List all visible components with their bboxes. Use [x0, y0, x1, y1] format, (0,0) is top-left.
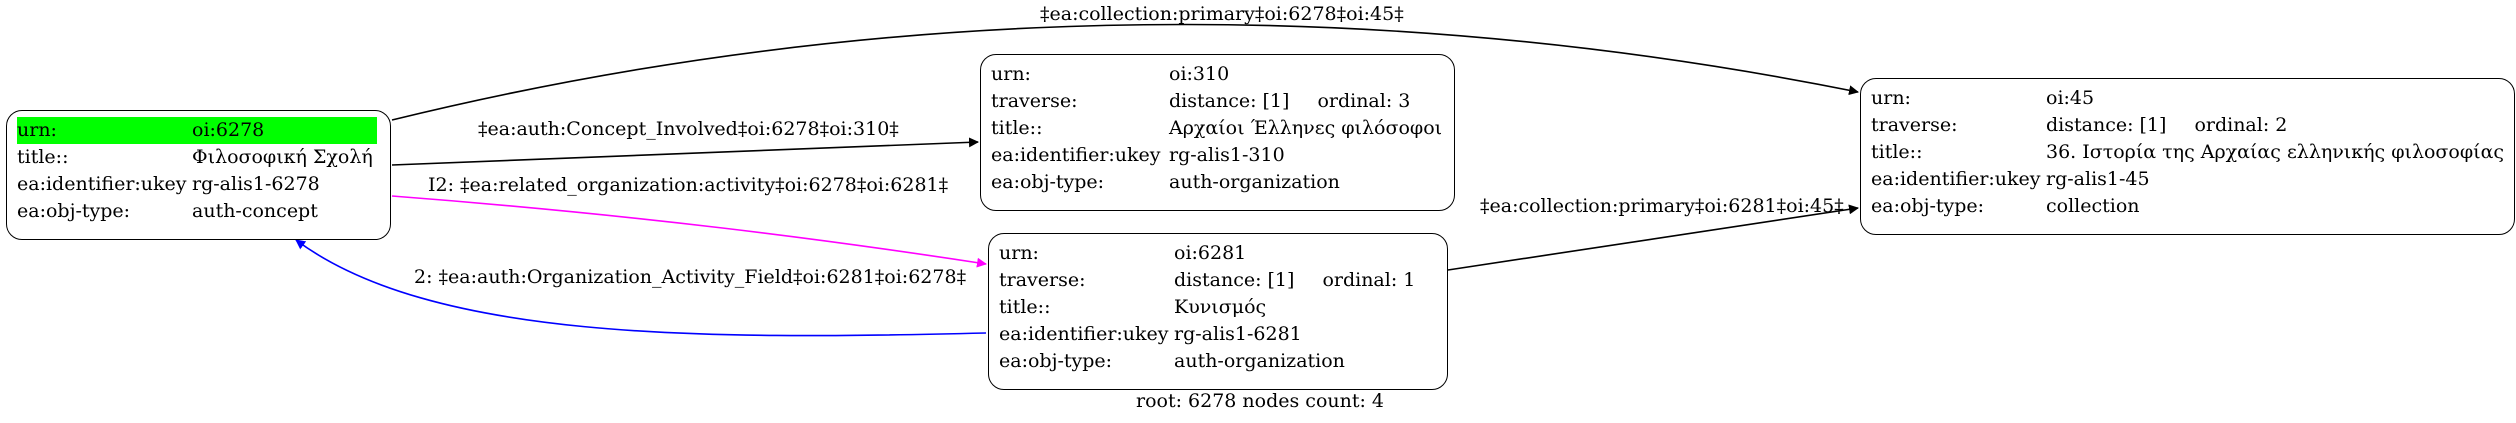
- node-row-traverse: traverse: distance: [1] ordinal: 2: [1871, 112, 2504, 139]
- row-key: title::: [999, 296, 1051, 318]
- row-value: collection: [2046, 195, 2140, 217]
- node-row-title: title:: Κυνισμός: [999, 294, 1437, 321]
- node-row-objtype: ea:obj-type: auth-concept: [17, 198, 380, 225]
- node-row-objtype: ea:obj-type: auth-organization: [991, 169, 1444, 196]
- node-row-traverse: traverse: distance: [1] ordinal: 3: [991, 88, 1444, 115]
- node-row-objtype: ea:obj-type: collection: [1871, 193, 2504, 220]
- row-key: ea:obj-type:: [999, 350, 1113, 372]
- row-value: rg-alis1-6281: [1174, 323, 1302, 345]
- node-oi-6281[interactable]: urn: oi:6281 traverse: distance: [1] ord…: [988, 233, 1448, 390]
- row-key: traverse:: [999, 269, 1086, 291]
- node-row-title: title:: Αρχαίοι Έλληνες φιλόσοφοι: [991, 115, 1444, 142]
- node-oi-6278[interactable]: urn: oi:6278 title:: Φιλοσοφική Σχολή ea…: [6, 110, 391, 240]
- row-key: title::: [17, 146, 69, 168]
- row-value: oi:6281: [1174, 242, 1247, 264]
- edge-label-6278-310: ‡ea:auth:Concept_Involved‡oi:6278‡oi:310…: [478, 118, 899, 140]
- node-row-urn: urn: oi:310: [991, 61, 1444, 88]
- row-ordinal: ordinal: 3: [1317, 90, 1411, 112]
- row-value: distance: [1]: [1169, 90, 1290, 112]
- row-value: auth-organization: [1174, 350, 1345, 372]
- node-row-title: title:: 36. Ιστορία της Αρχαίας ελληνική…: [1871, 139, 2504, 166]
- node-row-ukey: ea:identifier:ukey rg-alis1-45: [1871, 166, 2504, 193]
- edge-label-6281-45: ‡ea:collection:primary‡oi:6281‡oi:45‡: [1480, 195, 1844, 217]
- node-row-urn: urn: oi:45: [1871, 85, 2504, 112]
- row-value: rg-alis1-45: [2046, 168, 2150, 190]
- row-value: 36. Ιστορία της Αρχαίας ελληνικής φιλοσο…: [2046, 141, 2505, 163]
- node-row-objtype: ea:obj-type: auth-organization: [999, 348, 1437, 375]
- node-row-ukey: ea:identifier:ukey rg-alis1-6281: [999, 321, 1437, 348]
- node-row-title: title:: Φιλοσοφική Σχολή: [17, 144, 380, 171]
- graph-footer: root: 6278 nodes count: 4: [1136, 390, 1385, 412]
- row-value: auth-organization: [1169, 171, 1340, 193]
- edge-6278-6281: [391, 195, 987, 268]
- row-key: ea:obj-type:: [991, 171, 1105, 193]
- node-row-urn: urn: oi:6278: [17, 117, 380, 144]
- node-row-traverse: traverse: distance: [1] ordinal: 1: [999, 267, 1437, 294]
- row-value: auth-concept: [192, 200, 318, 222]
- row-key: ea:identifier:ukey: [999, 323, 1169, 345]
- row-key: ea:identifier:ukey: [17, 173, 187, 195]
- row-key: ea:identifier:ukey: [1871, 168, 2041, 190]
- edge-label-6281-6278: 2: ‡ea:auth:Organization_Activity_Field‡…: [414, 266, 967, 288]
- row-ordinal: ordinal: 1: [1322, 269, 1416, 291]
- row-value: distance: [1]: [1174, 269, 1295, 291]
- row-value: Φιλοσοφική Σχολή: [192, 146, 373, 168]
- row-value: oi:45: [2046, 87, 2095, 109]
- row-value: Αρχαίοι Έλληνες φιλόσοφοι: [1169, 117, 1443, 139]
- row-key: traverse:: [991, 90, 1078, 112]
- edge-6281-45: [1447, 204, 1859, 271]
- node-row-urn: urn: oi:6281: [999, 240, 1437, 267]
- row-key: ea:identifier:ukey: [991, 144, 1161, 166]
- edge-label-6278-6281: I2: ‡ea:related_organization:activity‡oi…: [428, 174, 949, 196]
- row-value: rg-alis1-6278: [192, 173, 320, 195]
- row-key: title::: [991, 117, 1043, 139]
- node-row-ukey: ea:identifier:ukey rg-alis1-6278: [17, 171, 380, 198]
- row-key: ea:obj-type:: [1871, 195, 1985, 217]
- row-value: Κυνισμός: [1174, 296, 1267, 318]
- row-value: distance: [1]: [2046, 114, 2167, 136]
- node-oi-310[interactable]: urn: oi:310 traverse: distance: [1] ordi…: [980, 54, 1455, 211]
- row-key: urn:: [1871, 87, 1911, 109]
- row-ordinal: ordinal: 2: [2194, 114, 2288, 136]
- row-key: title::: [1871, 141, 1923, 163]
- row-value: rg-alis1-310: [1169, 144, 1285, 166]
- edge-6278-45: [391, 23, 1859, 121]
- row-key: ea:obj-type:: [17, 200, 131, 222]
- row-value: oi:6278: [192, 117, 377, 144]
- row-key: traverse:: [1871, 114, 1958, 136]
- row-value: oi:310: [1169, 63, 1230, 85]
- row-key: urn:: [999, 242, 1039, 264]
- row-key: urn:: [991, 63, 1031, 85]
- node-oi-45[interactable]: urn: oi:45 traverse: distance: [1] ordin…: [1860, 78, 2515, 235]
- edge-label-6278-45: ‡ea:collection:primary‡oi:6278‡oi:45‡: [1040, 3, 1404, 25]
- edge-6281-6278: [295, 239, 987, 337]
- edge-6278-310: [391, 137, 979, 166]
- row-key: urn:: [17, 117, 192, 144]
- node-row-ukey: ea:identifier:ukey rg-alis1-310: [991, 142, 1444, 169]
